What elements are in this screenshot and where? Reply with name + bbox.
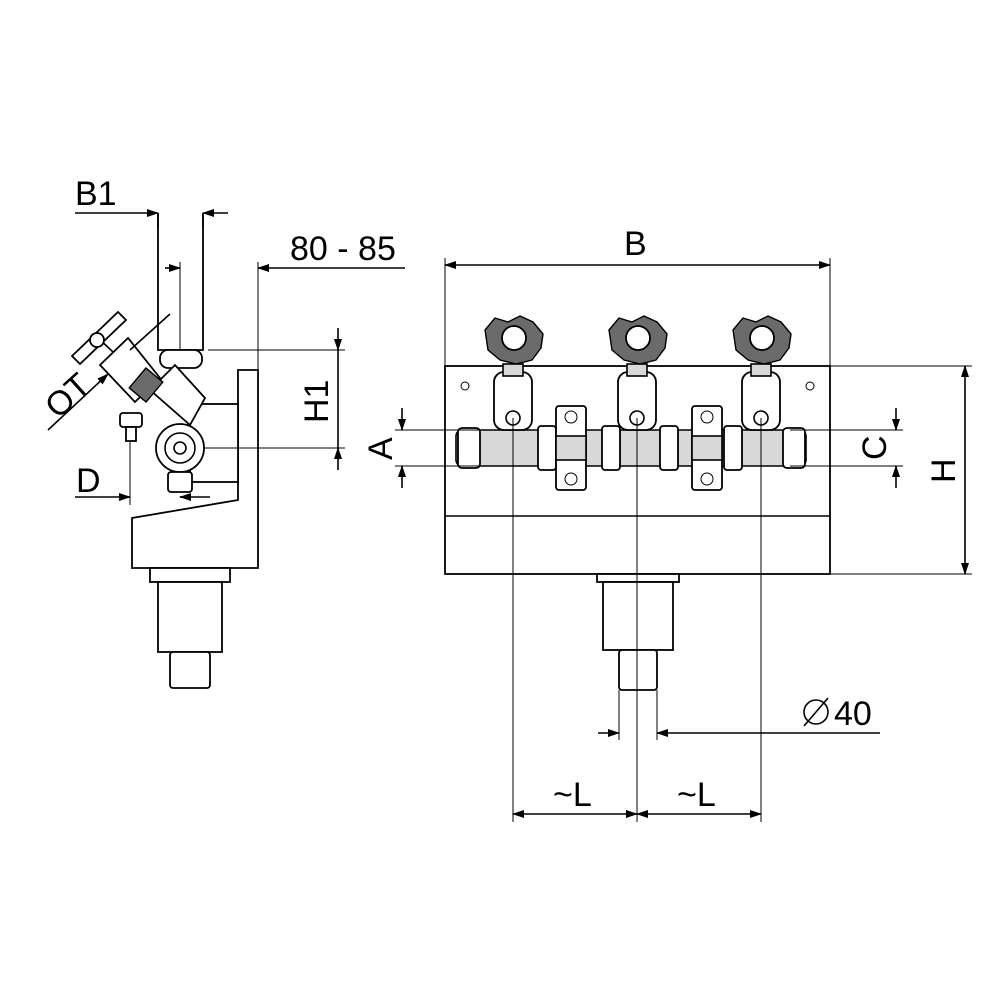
label-b1: B1 xyxy=(75,175,117,213)
label-80-85: 80 - 85 xyxy=(290,230,396,268)
valve-2 xyxy=(608,315,668,431)
pipe-clamp-right xyxy=(691,405,723,491)
valve-1 xyxy=(484,315,544,431)
label-b: B xyxy=(624,225,647,263)
label-l-left: ~L xyxy=(553,776,592,814)
label-diameter: 40 xyxy=(834,695,872,733)
side-view xyxy=(70,213,259,689)
dimension-lines xyxy=(47,209,972,822)
valve-3 xyxy=(732,315,792,431)
pipe-clamp-left xyxy=(555,405,587,491)
label-ot: OT xyxy=(38,366,99,426)
label-a: A xyxy=(362,437,400,460)
label-c: C xyxy=(856,435,894,460)
label-h1: H1 xyxy=(298,380,336,423)
label-l-right: ~L xyxy=(677,776,716,814)
label-h: H xyxy=(925,458,963,483)
label-d: D xyxy=(76,462,101,500)
